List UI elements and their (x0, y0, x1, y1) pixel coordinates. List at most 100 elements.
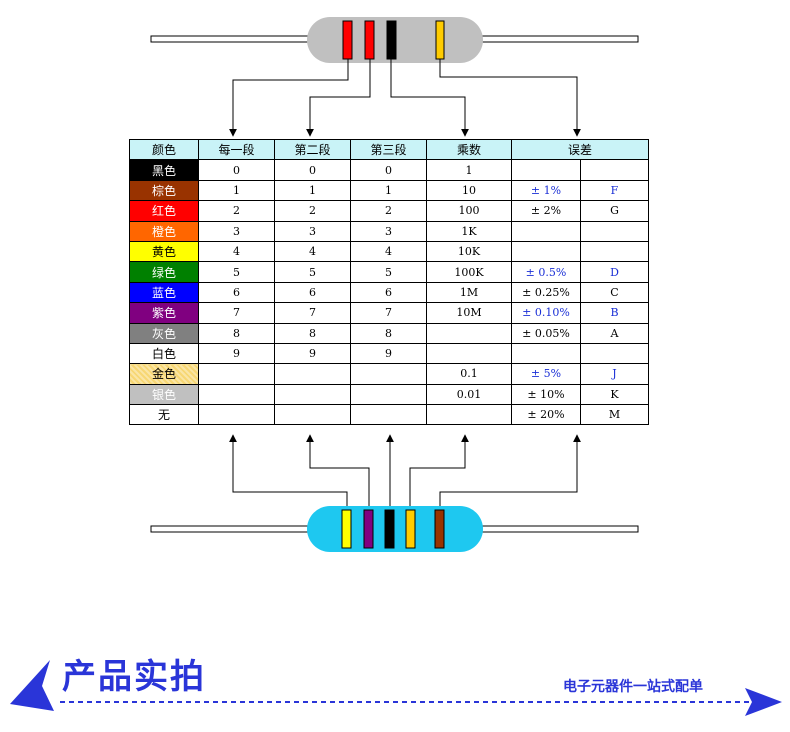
connector-band4-to-multiplier-bottom (409, 434, 469, 512)
cell-tolerance-code (580, 342, 649, 365)
cell-first-digit (198, 404, 275, 426)
cell-third-digit: 9 (350, 342, 427, 365)
cell-multiplier: 0.01 (426, 383, 512, 406)
cell-second-digit: 6 (274, 281, 351, 304)
connector-band2-to-digit2 (306, 59, 371, 137)
resistor-top-band-2 (364, 20, 375, 60)
header-first-digit: 每一段 (198, 138, 275, 161)
cell-second-digit: 7 (274, 302, 351, 324)
header-color: 颜色 (129, 138, 199, 161)
resistor-bottom-body (307, 506, 483, 552)
cell-first-digit: 5 (198, 261, 275, 283)
cell-second-digit: 8 (274, 322, 351, 344)
connector-band2-to-digit2-bottom (306, 434, 370, 512)
connector-band1-to-digit1 (229, 59, 349, 137)
cell-color-name: 无 (129, 404, 199, 426)
resistor-bottom-band-1 (341, 509, 352, 549)
resistor-bottom-bands (341, 509, 445, 549)
cell-color-name: 银色 (129, 383, 199, 406)
cell-second-digit: 0 (274, 159, 351, 181)
cell-second-digit (274, 363, 351, 385)
cell-tolerance (511, 159, 581, 181)
product-photo-banner (10, 660, 782, 716)
resistor-color-code-diagram (150, 17, 639, 552)
cell-tolerance: ± 2% (511, 200, 581, 222)
cell-multiplier (426, 322, 512, 344)
cell-first-digit: 2 (198, 200, 275, 222)
cell-multiplier: 10 (426, 179, 512, 202)
cell-tolerance: ± 5% (511, 363, 581, 385)
header-tolerance: 误差 (511, 138, 649, 161)
resistor-bottom-band-2 (363, 509, 374, 549)
cell-third-digit: 1 (350, 179, 427, 202)
cell-color-name: 金色 (129, 363, 199, 385)
cell-second-digit: 3 (274, 220, 351, 242)
connector-band4-to-tolerance (439, 59, 581, 137)
cell-tolerance-code: J (580, 363, 649, 385)
cell-tolerance-code (580, 159, 649, 181)
cell-multiplier: 100 (426, 200, 512, 222)
cell-multiplier: 1K (426, 220, 512, 242)
connector-band3-to-multiplier (390, 59, 469, 137)
cell-multiplier (426, 342, 512, 365)
header-third-digit: 第三段 (350, 138, 427, 161)
cell-first-digit: 0 (198, 159, 275, 181)
resistor-top-band-3 (386, 20, 397, 60)
cell-third-digit: 7 (350, 302, 427, 324)
banner-title: 产品实拍 (62, 657, 206, 697)
resistor-bottom-band-4 (405, 509, 416, 549)
bottom-connectors (229, 434, 581, 512)
cell-tolerance: ± 0.5% (511, 261, 581, 283)
cell-tolerance (511, 220, 581, 242)
cell-tolerance-code (580, 220, 649, 242)
header-second-digit: 第二段 (274, 138, 351, 161)
cell-color-name: 橙色 (129, 220, 199, 242)
cell-third-digit: 2 (350, 200, 427, 222)
cell-multiplier: 1M (426, 281, 512, 304)
cell-tolerance-code: K (580, 383, 649, 406)
cell-tolerance: ± 20% (511, 404, 581, 426)
table-header-row: 颜色 每一段 第二段 第三段 乘数 误差 (129, 138, 649, 161)
table-row: 无± 20%M (129, 404, 649, 426)
cell-tolerance (511, 240, 581, 263)
cell-third-digit: 5 (350, 261, 427, 283)
cell-second-digit (274, 383, 351, 406)
banner-subtitle: 电子元器件一站式配单 (563, 679, 703, 695)
cell-tolerance: ± 10% (511, 383, 581, 406)
cell-tolerance (511, 342, 581, 365)
cell-first-digit: 6 (198, 281, 275, 304)
cell-second-digit (274, 404, 351, 426)
cell-first-digit: 3 (198, 220, 275, 242)
cell-multiplier: 10M (426, 302, 512, 324)
resistor-bottom (150, 506, 639, 552)
resistor-bottom-band-5 (434, 509, 445, 549)
cell-second-digit: 1 (274, 179, 351, 202)
cell-tolerance-code (580, 240, 649, 263)
cell-first-digit: 4 (198, 240, 275, 263)
resistor-top-band-1 (342, 20, 353, 60)
cell-tolerance-code: C (580, 281, 649, 304)
cell-multiplier: 1 (426, 159, 512, 181)
banner-right-arrow-icon (745, 688, 782, 716)
cell-first-digit: 9 (198, 342, 275, 365)
cell-first-digit: 7 (198, 302, 275, 324)
cell-color-name: 紫色 (129, 302, 199, 324)
cell-third-digit: 8 (350, 322, 427, 344)
cell-tolerance: ± 0.25% (511, 281, 581, 304)
cell-color-name: 灰色 (129, 322, 199, 344)
cell-multiplier: 100K (426, 261, 512, 283)
cell-first-digit (198, 363, 275, 385)
cell-third-digit (350, 363, 427, 385)
cell-color-name: 白色 (129, 342, 199, 365)
cell-multiplier: 10K (426, 240, 512, 263)
